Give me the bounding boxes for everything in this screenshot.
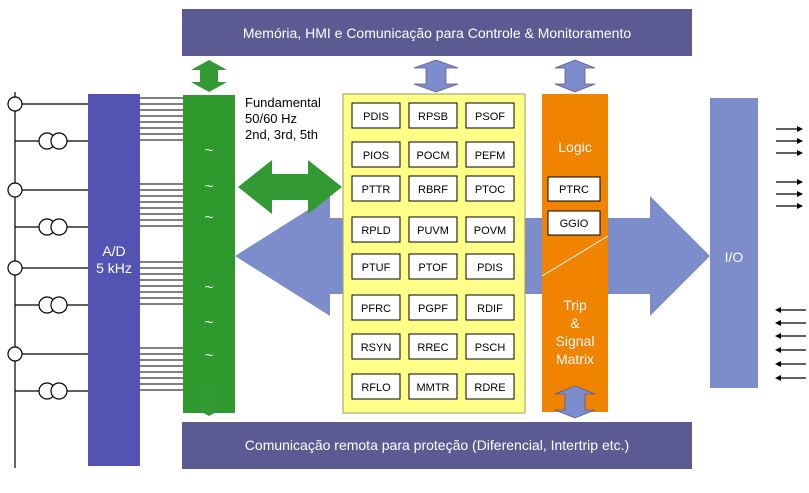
function-code: PEFM xyxy=(475,150,506,162)
function-box xyxy=(465,175,515,202)
function-grid: PDIS RPSB PSOF PIOS POCM PEFM PTTR RBRF … xyxy=(351,102,515,400)
function-box xyxy=(465,333,515,360)
function-box xyxy=(408,175,458,202)
fundamental-note-line1: Fundamental xyxy=(245,95,321,110)
filter-symbol: ~ xyxy=(205,178,214,195)
function-code: RSYN xyxy=(361,342,392,354)
filter-symbol: ~ xyxy=(205,279,214,296)
io-block xyxy=(710,98,758,388)
functions-top-arrow xyxy=(413,59,459,93)
function-box xyxy=(465,141,515,168)
signal-label: Signal xyxy=(556,333,595,349)
function-code: POCM xyxy=(417,150,450,162)
function-code: PUVM xyxy=(417,225,449,237)
function-code: RPLD xyxy=(361,225,390,237)
ptrc-label: PTRC xyxy=(559,184,589,196)
filter-functions-arrow xyxy=(238,160,342,214)
filter-symbol: ~ xyxy=(205,209,214,226)
function-box xyxy=(408,141,458,168)
function-code: RBRF xyxy=(418,184,448,196)
function-box xyxy=(465,373,515,400)
function-box xyxy=(408,294,458,321)
bottom-remote-comm-bar xyxy=(182,422,692,469)
function-code: PTOC xyxy=(475,184,505,196)
input-arrows xyxy=(778,309,806,379)
logic-divider xyxy=(541,235,609,277)
ggio-label: GGIO xyxy=(560,218,589,230)
filter-symbols: ~ ~ ~ ~ ~ ~ xyxy=(205,142,214,364)
function-box xyxy=(465,253,515,280)
function-box xyxy=(408,253,458,280)
filter-top-arrow xyxy=(191,60,227,92)
top-memory-hmi-bar xyxy=(182,9,692,56)
function-box xyxy=(351,253,401,280)
filter-symbol: ~ xyxy=(205,314,214,331)
function-box xyxy=(351,373,401,400)
function-code: RFLO xyxy=(361,382,391,394)
function-box xyxy=(408,373,458,400)
io-label: I/O xyxy=(725,249,744,265)
logic-top-arrow xyxy=(554,59,596,93)
function-box xyxy=(408,102,458,129)
input-circuits xyxy=(7,92,88,468)
function-box xyxy=(351,141,401,168)
logic-title: Logic xyxy=(558,139,591,155)
function-box xyxy=(465,216,515,243)
function-code: PIOS xyxy=(363,150,389,162)
function-box xyxy=(465,102,515,129)
function-code: PDIS xyxy=(477,262,503,274)
function-code: PTTR xyxy=(362,184,391,196)
ad-rate-label: 5 kHz xyxy=(96,260,132,276)
function-code: MMTR xyxy=(417,382,450,394)
ad-converter-block xyxy=(88,94,140,466)
filter-symbol: ~ xyxy=(205,347,214,364)
function-code: PTUF xyxy=(362,262,391,274)
input-arrowheads xyxy=(775,307,781,381)
function-code: RPSB xyxy=(418,111,448,123)
function-code: PTOF xyxy=(418,262,447,274)
top-bar-label: Memória, HMI e Comunicação para Controle… xyxy=(243,25,631,41)
ggio-box xyxy=(547,210,601,236)
function-box xyxy=(408,333,458,360)
bottom-bar-label: Comunicação remota para proteção (Difere… xyxy=(245,437,629,453)
logic-bottom-arrow xyxy=(554,385,596,419)
output-arrowheads xyxy=(797,126,803,209)
filter-block xyxy=(183,95,235,413)
function-code: PSOF xyxy=(475,111,505,123)
fundamental-note-line2: 50/60 Hz xyxy=(245,111,297,126)
ad-label: A/D xyxy=(102,243,125,259)
function-code: RDRE xyxy=(474,382,505,394)
function-box xyxy=(465,294,515,321)
function-box xyxy=(351,294,401,321)
function-code: RDIF xyxy=(477,303,503,315)
function-code: PGPF xyxy=(418,303,448,315)
function-box xyxy=(351,102,401,129)
function-code: RREC xyxy=(417,342,448,354)
function-box xyxy=(408,216,458,243)
fundamental-note-line3: 2nd, 3rd, 5th xyxy=(245,127,318,142)
matrix-label: Matrix xyxy=(556,351,594,367)
function-code: PSCH xyxy=(475,342,506,354)
function-box xyxy=(351,333,401,360)
function-code: PDIS xyxy=(363,111,389,123)
filter-bottom-arrow xyxy=(191,384,227,416)
function-box xyxy=(351,175,401,202)
ptrc-box xyxy=(547,176,601,202)
function-code: PFRC xyxy=(361,303,391,315)
logic-trip-matrix-block xyxy=(542,94,608,412)
function-box xyxy=(351,216,401,243)
signal-lines xyxy=(140,97,183,391)
amp-label: & xyxy=(570,315,580,331)
function-code: POVM xyxy=(474,225,506,237)
trip-label: Trip xyxy=(563,297,587,313)
filter-symbol: ~ xyxy=(205,142,214,159)
output-arrows xyxy=(776,128,800,207)
